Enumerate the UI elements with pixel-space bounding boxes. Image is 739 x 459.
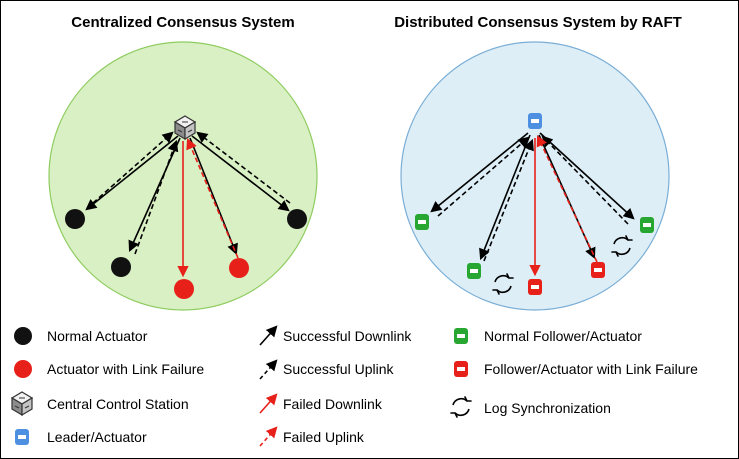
legend: Normal Actuator Actuator with Link Failu… (11, 325, 698, 447)
legend-control-station-icon (11, 391, 33, 416)
downlink-arrow (430, 132, 529, 213)
legend-failed-follower-icon (454, 361, 468, 377)
uplink-arrow (437, 136, 530, 217)
downlink-arrow (191, 135, 290, 212)
legend-failed-downlink-icon (259, 393, 278, 414)
downlink-arrow (128, 137, 181, 253)
legend-failed-follower-label: Follower/Actuator with Link Failure (484, 361, 698, 377)
legend-leader-label: Leader/Actuator (47, 429, 147, 445)
centralized-panel (48, 41, 318, 311)
uplink-arrow (483, 138, 534, 262)
uplink-arrow (196, 131, 291, 204)
legend-log-sync-icon (450, 396, 472, 418)
normal-actuator-node (65, 209, 85, 229)
legend-failed-actuator-label: Actuator with Link Failure (47, 361, 204, 377)
legend-control-station-label: Central Control Station (47, 396, 189, 412)
legend-successful-uplink-label: Successful Uplink (283, 361, 394, 377)
legend-normal-follower-label: Normal Follower/Actuator (484, 328, 642, 344)
legend-successful-uplink-icon (259, 359, 278, 380)
downlink-arrow (479, 134, 531, 261)
failed-actuator-node (229, 258, 249, 278)
normal-actuator-node (111, 257, 131, 277)
normal-follower-node (640, 217, 654, 233)
uplink-arrow (92, 131, 174, 204)
legend-failed-uplink-label: Failed Uplink (283, 429, 365, 445)
normal-follower-node (467, 263, 481, 279)
failed-uplink-arrow (186, 137, 239, 259)
legend-failed-uplink-icon (259, 426, 278, 447)
right-title: Distributed Consensus System by RAFT (394, 14, 682, 31)
legend-normal-actuator-label: Normal Actuator (47, 328, 148, 344)
downlink-arrow (539, 132, 635, 220)
legend-successful-downlink-icon (259, 325, 278, 346)
normal-actuator-node (287, 209, 307, 229)
legend-leader-icon (15, 429, 29, 445)
legend-normal-actuator-icon (14, 327, 32, 345)
uplink-arrow (134, 139, 179, 255)
legend-normal-follower-icon (454, 328, 468, 344)
raft-panel (400, 41, 670, 311)
normal-follower-node (415, 214, 429, 230)
leader-node (528, 113, 542, 129)
failed-follower-node (528, 279, 542, 295)
failed-actuator-node (174, 279, 194, 299)
downlink-arrow (85, 135, 179, 211)
failed-follower-node (591, 262, 605, 278)
legend-log-sync-label: Log Synchronization (484, 400, 611, 416)
failed-uplink-arrow (536, 134, 598, 263)
legend-successful-downlink-label: Successful Downlink (283, 328, 412, 344)
legend-failed-downlink-label: Failed Downlink (283, 396, 383, 412)
left-title: Centralized Consensus System (71, 14, 294, 31)
uplink-arrow (541, 135, 629, 225)
legend-failed-actuator-icon (14, 360, 32, 378)
